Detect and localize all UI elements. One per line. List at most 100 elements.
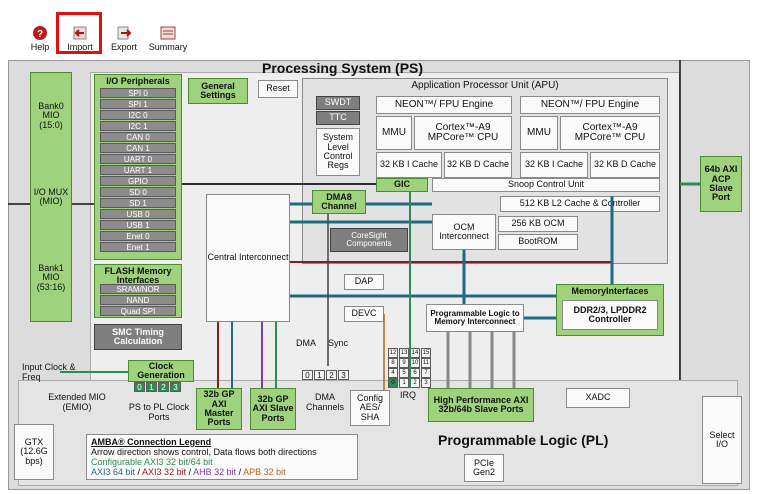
clock-port-cell: 2 — [158, 382, 169, 392]
hp-label: High Performance AXI 32b/64b Slave Ports — [433, 394, 529, 414]
icache-0[interactable]: 32 KB I Cache — [376, 152, 442, 178]
io-peripheral-item[interactable]: GPIO — [100, 176, 176, 186]
irq-cell: 10 — [410, 358, 420, 368]
sync-label: Sync — [328, 338, 349, 348]
io-peripheral-item[interactable]: Enet 0 — [100, 231, 176, 241]
import-button[interactable]: Import — [58, 24, 102, 58]
select-io-label: Select I/O — [709, 429, 735, 449]
ocm-interconnect[interactable]: OCM Interconnect — [432, 214, 496, 250]
io-peripheral-item[interactable]: SPI 1 — [100, 99, 176, 109]
reset-label: Reset — [266, 83, 290, 94]
general-settings-button[interactable]: General Settings — [188, 78, 248, 104]
mmu-label-1: MMU — [527, 126, 551, 138]
gp-slave-label: 32b GP AXI Slave Ports — [252, 393, 294, 423]
flash-item[interactable]: SRAM/NOR — [100, 284, 176, 294]
bank1-label: Bank1 MIO (53:16) — [36, 262, 66, 292]
dma-channel-cell: 0 — [302, 370, 313, 380]
dap-block[interactable]: DAP — [344, 274, 384, 290]
flash-item[interactable]: Quad SPI — [100, 306, 176, 316]
io-peripheral-item[interactable]: UART 1 — [100, 165, 176, 175]
select-io-block[interactable]: Select I/O — [702, 396, 742, 484]
io-peripheral-item[interactable]: I2C 1 — [100, 121, 176, 131]
cortex-cpu-0[interactable]: Cortex™-A9 MPCore™ CPU — [414, 116, 512, 150]
ttc-block[interactable]: TTC — [316, 111, 360, 125]
l2-label: 512 KB L2 Cache & Controller — [519, 198, 641, 209]
irq-cell: 7 — [421, 368, 431, 378]
reset-button[interactable]: Reset — [258, 80, 298, 98]
io-peripheral-item[interactable]: SD 1 — [100, 198, 176, 208]
help-button[interactable]: ? Help — [18, 24, 62, 58]
acp-slave-port[interactable]: 64b AXI ACP Slave Port — [700, 156, 742, 212]
gp-master-ports[interactable]: 32b GP AXI Master Ports — [196, 388, 242, 430]
irq-cell: 14 — [410, 348, 420, 358]
devc-block[interactable]: DEVC — [344, 306, 384, 322]
irq-cell: 13 — [399, 348, 409, 358]
clock-generation-button[interactable]: Clock Generation — [128, 360, 194, 382]
bootrom-block[interactable]: BootROM — [498, 234, 578, 250]
mmu-0[interactable]: MMU — [376, 116, 412, 150]
pl-to-memory-interconnect[interactable]: Programmable Logic to Memory Interconnec… — [426, 304, 524, 332]
cortex-label-0: Cortex™-A9 MPCore™ CPU — [427, 121, 499, 143]
cortex-cpu-1[interactable]: Cortex™-A9 MPCore™ CPU — [560, 116, 660, 150]
gic-label: GIC — [393, 179, 410, 190]
summary-button[interactable]: Summary — [146, 24, 190, 58]
io-peripheral-item[interactable]: SPI 0 — [100, 88, 176, 98]
gtx-block[interactable]: GTX (12.6G bps) — [14, 424, 54, 480]
io-peripheral-item[interactable]: SD 0 — [100, 187, 176, 197]
dap-label: DAP — [354, 276, 374, 287]
ocm-block[interactable]: 256 KB OCM — [498, 216, 578, 232]
legend-sep-3: / — [236, 467, 244, 477]
io-peripheral-item[interactable]: CAN 1 — [100, 143, 176, 153]
config-aes-sha[interactable]: Config AES/ SHA — [350, 390, 390, 426]
coresight-block[interactable]: CoreSight Components — [330, 228, 408, 252]
irq-cell: 9 — [399, 358, 409, 368]
clock-port-cell: 1 — [146, 382, 157, 392]
irq-cell: 2 — [410, 378, 420, 388]
dma8-channel[interactable]: DMA8 Channel — [312, 190, 366, 214]
emio-label: Extended MIO (EMIO) — [48, 392, 106, 412]
io-peripheral-item[interactable]: CAN 0 — [100, 132, 176, 142]
io-peripheral-item[interactable]: I2C 0 — [100, 110, 176, 120]
io-peripheral-item[interactable]: UART 0 — [100, 154, 176, 164]
dcache-0[interactable]: 32 KB D Cache — [444, 152, 512, 178]
dcache-1[interactable]: 32 KB D Cache — [590, 152, 660, 178]
help-label: Help — [30, 42, 50, 52]
io-peripherals-title: I/O Peripherals — [106, 76, 170, 86]
system-level-control-block[interactable]: System Level Control Regs — [316, 128, 360, 176]
import-highlight — [56, 12, 102, 54]
xadc-block[interactable]: XADC — [566, 388, 630, 408]
mmu-1[interactable]: MMU — [520, 116, 558, 150]
pcie-block[interactable]: PCIe Gen2 — [464, 454, 504, 482]
mmu-label-0: MMU — [382, 126, 406, 138]
ddr-controller[interactable]: DDR2/3, LPDDR2 Controller — [562, 300, 658, 330]
central-interconnect[interactable]: Central Interconnect — [206, 194, 290, 322]
irq-cell: 0 — [388, 378, 398, 388]
neon-engine-1[interactable]: NEON™/ FPU Engine — [520, 96, 660, 114]
gp-master-label: 32b GP AXI Master Ports — [203, 389, 235, 428]
clock-port-cell: 3 — [170, 382, 181, 392]
legend-axi32: AXI3 32 bit — [142, 467, 187, 477]
import-icon — [73, 26, 87, 40]
mio-column[interactable]: Bank0 MIO (15:0) I/O MUX (MIO) Bank1 MIO… — [30, 72, 72, 322]
icache-1[interactable]: 32 KB I Cache — [520, 152, 588, 178]
neon-engine-0[interactable]: NEON™/ FPU Engine — [376, 96, 512, 114]
legend-ahb: AHB 32 bit — [193, 467, 237, 477]
export-button[interactable]: Export — [102, 24, 146, 58]
irq-cell: 1 — [399, 378, 409, 388]
xadc-label: XADC — [585, 392, 611, 403]
gp-slave-ports[interactable]: 32b GP AXI Slave Ports — [250, 388, 296, 430]
hp-slave-ports[interactable]: High Performance AXI 32b/64b Slave Ports — [428, 388, 534, 422]
l2-cache-block[interactable]: 512 KB L2 Cache & Controller — [500, 196, 660, 212]
pcie-label: PCIe Gen2 — [472, 457, 496, 477]
io-peripheral-item[interactable]: Enet 1 — [100, 242, 176, 252]
io-peripheral-item[interactable]: USB 1 — [100, 220, 176, 230]
legend-panel: AMBA® Connection Legend Arrow direction … — [86, 434, 358, 480]
gic-block[interactable]: GIC — [376, 178, 428, 192]
io-peripheral-item[interactable]: USB 0 — [100, 209, 176, 219]
devc-label: DEVC — [351, 308, 377, 319]
legend-line3: AXI3 64 bit / AXI3 32 bit / AHB 32 bit /… — [91, 467, 353, 477]
swdt-block[interactable]: SWDT — [316, 96, 360, 110]
snoop-control-unit[interactable]: Snoop Control Unit — [432, 178, 660, 192]
smc-timing-button[interactable]: SMC Timing Calculation — [94, 324, 182, 350]
flash-item[interactable]: NAND — [100, 295, 176, 305]
